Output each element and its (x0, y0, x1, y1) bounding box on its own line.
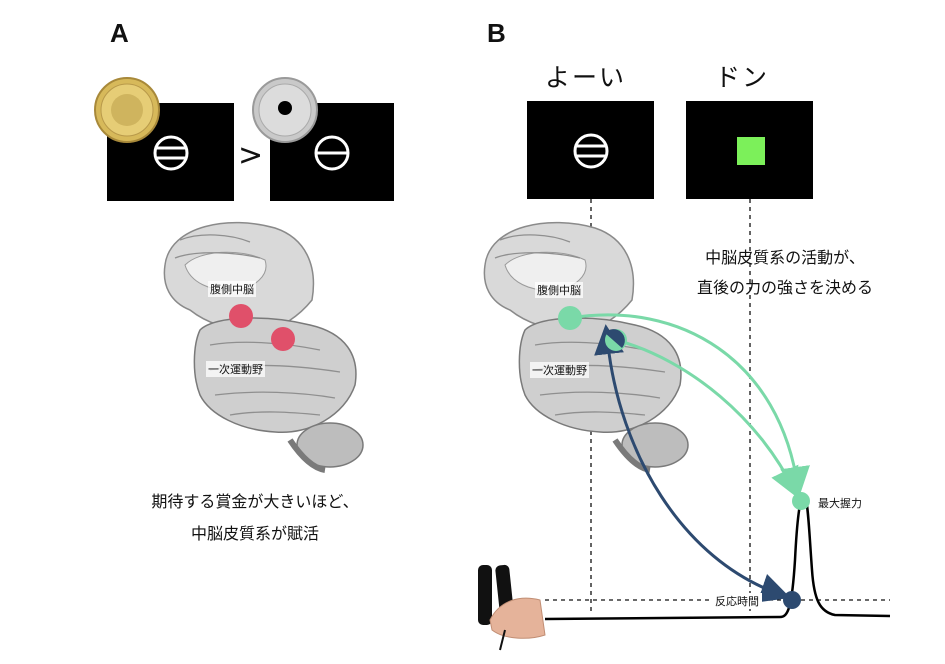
screen-ready (527, 101, 654, 199)
midbrain-dot-b (558, 306, 582, 330)
motor-to-rt-arrow (594, 324, 791, 603)
motor-dot-a (271, 327, 295, 351)
caption-a-line1: 期待する賞金が大きいほど、 (151, 492, 359, 511)
motor-dot-b-navy-half (605, 329, 625, 348)
panel-b-text-line1: 中脳皮質系の活動が、 (705, 248, 865, 267)
peak-force-dot (792, 492, 810, 510)
panel-a-label: A (110, 18, 129, 48)
ready-label: よーい (545, 63, 627, 92)
peak-force-label: 最大握力 (818, 497, 862, 510)
brain-a-illustration (163, 221, 364, 473)
region-midbrain-label-b: 腹側中脳 (535, 282, 583, 298)
reaction-time-label: 反応時間 (712, 593, 762, 609)
region-motor-label-b: 一次運動野 (530, 362, 589, 378)
hand-grip-icon (478, 564, 546, 651)
fixation-circle-low (314, 135, 350, 171)
go-square (737, 137, 765, 165)
reaction-time-dot (783, 591, 801, 609)
region-motor-label-a: 一次運動野 (206, 361, 265, 377)
panel-b-label: B (487, 18, 506, 48)
panel-b-text-line2: 直後の力の強さを決める (696, 278, 873, 297)
caption-a-line2: 中脳皮質系が賦活 (190, 524, 319, 543)
coin-50-icon (252, 77, 318, 143)
go-label: ドン (715, 63, 770, 92)
fixation-circle-ready (573, 133, 609, 169)
midbrain-dot-a (229, 304, 253, 328)
region-midbrain-label-a: 腹側中脳 (208, 281, 256, 297)
comparison-symbol: > (238, 138, 266, 173)
fixation-circle-high (153, 135, 189, 171)
coin-500-icon (94, 77, 160, 143)
